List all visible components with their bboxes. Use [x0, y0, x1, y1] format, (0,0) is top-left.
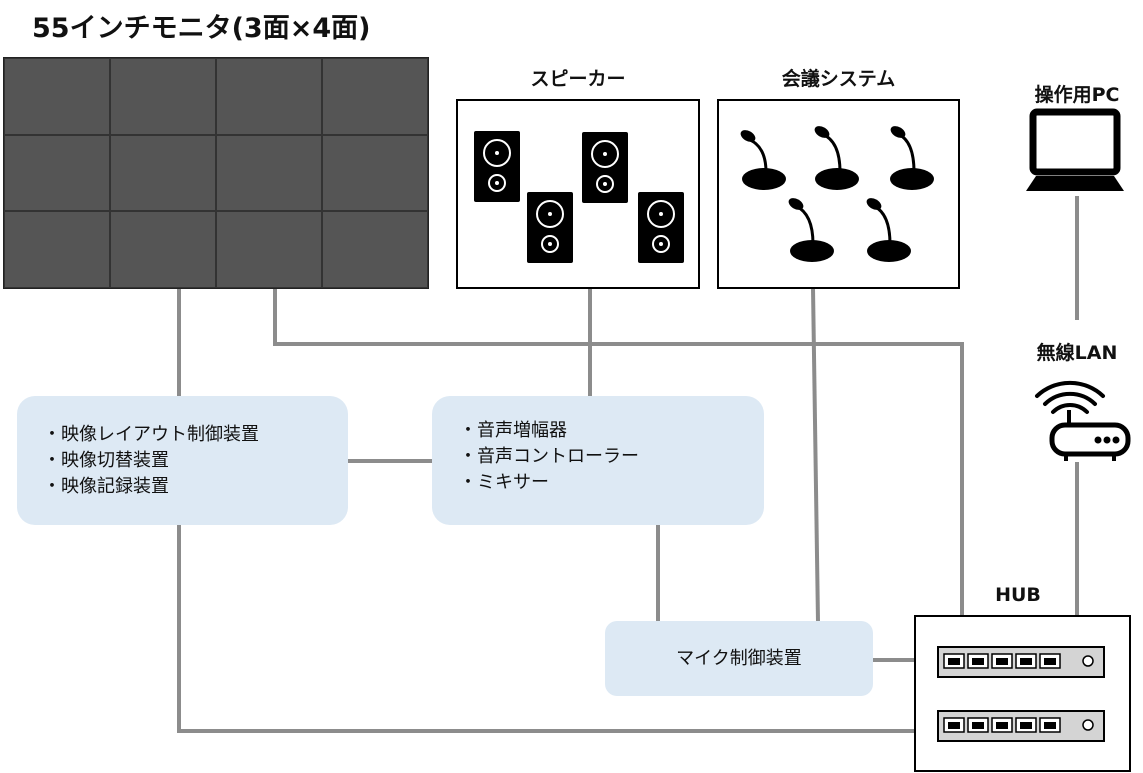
monitor-panel [5, 59, 109, 134]
video-item: ・映像切替装置 [43, 450, 169, 471]
video-item: ・映像レイアウト制御装置 [43, 424, 259, 445]
monitor-panel [323, 212, 427, 287]
monitor-panel [217, 59, 321, 134]
microphone-icon [866, 198, 911, 262]
speaker-icon [582, 132, 628, 203]
monitor-panel [217, 135, 321, 211]
conference-label: 会議システム [781, 68, 896, 90]
hub-label: HUB [995, 584, 1041, 606]
speaker-label: スピーカー [530, 68, 626, 90]
switch-unit [937, 710, 1105, 742]
speaker-icon [474, 131, 520, 202]
line-monitor-hub [273, 288, 964, 616]
audio-item: ・ミキサー [459, 472, 549, 493]
hub-box [914, 615, 1131, 772]
monitor-panel [111, 135, 215, 211]
monitor-panel [323, 135, 427, 211]
wlan-label: 無線LAN [1036, 342, 1118, 364]
microphone-icon [788, 198, 834, 262]
monitor-wall [3, 57, 429, 289]
monitor-title: 55インチモニタ(3面×4面) [32, 13, 371, 44]
monitor-panel [111, 212, 215, 287]
monitor-panel [217, 212, 321, 287]
mic-control-box: マイク制御装置 [605, 621, 873, 696]
monitor-panel [323, 59, 427, 134]
audio-item: ・音声増幅器 [459, 420, 567, 441]
monitor-panel [5, 135, 109, 211]
video-control-box: ・映像レイアウト制御装置 ・映像切替装置 ・映像記録装置 [17, 396, 348, 525]
microphone-icon [740, 130, 786, 190]
mic-control-label: マイク制御装置 [676, 647, 802, 669]
microphone-icon [890, 126, 934, 190]
microphone-icon [814, 126, 859, 190]
audio-item: ・音声コントローラー [459, 446, 639, 467]
speaker-icon [638, 192, 684, 263]
line-video-hub [177, 525, 916, 733]
line-conference-mic [811, 287, 820, 623]
pc-label: 操作用PC [1034, 84, 1120, 106]
audio-control-box: ・音声増幅器 ・音声コントローラー ・ミキサー [432, 396, 764, 525]
monitor-panel [111, 59, 215, 134]
video-item: ・映像記録装置 [43, 476, 169, 497]
conference-box [717, 99, 960, 289]
monitor-panel [5, 212, 109, 287]
speaker-icon [527, 192, 573, 263]
switch-unit [937, 646, 1105, 678]
